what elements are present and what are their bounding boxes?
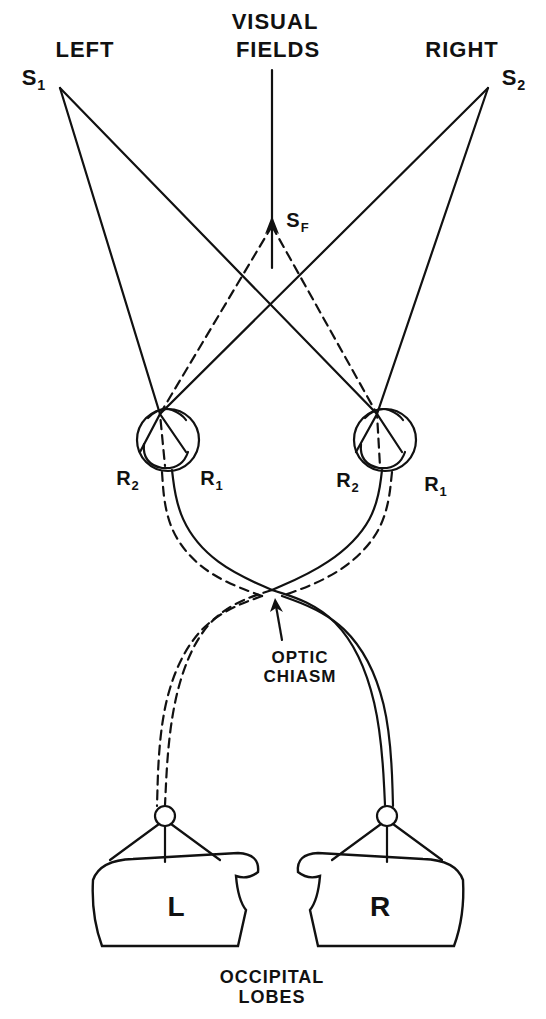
light-ray [60,88,186,452]
caption-text: RIGHT [425,38,498,62]
point-label: R1 [200,467,224,489]
point-label: R2 [116,467,140,489]
geniculate-body [155,806,175,826]
light-ray [356,88,488,452]
light-ray [140,88,488,452]
caption-text: OCCIPITAL LOBES [202,968,342,1008]
occipital-lobe: L [88,850,264,950]
light-ray [60,88,402,452]
fixation-ray [272,226,380,466]
optic-nerve [172,470,272,590]
arrowhead [270,598,283,612]
lobe-label: R [370,891,390,923]
leader-line [276,606,282,640]
caption-text: FIELDS [236,38,320,62]
lobe-outline-path [298,853,463,946]
arrowhead [265,216,279,234]
fixation-line [271,70,273,268]
optic-nerve [272,470,382,590]
fixation-ray [160,226,272,466]
optic-tract [165,590,272,805]
pathway-lines [60,70,488,862]
optic-radiation [393,824,442,860]
optic-tract [272,590,385,805]
lobe-label: L [167,891,184,923]
point-label: S2 [502,66,527,90]
optic-radiation [110,824,159,860]
point-label: R1 [424,473,448,495]
caption-text: LEFT [56,38,115,62]
optic-nerve-fibres [162,472,262,596]
optic-tract [157,596,262,806]
eye [354,409,416,471]
optic-tract [282,596,393,806]
point-label: SF [286,209,309,231]
geniculate-body [377,806,397,826]
caption-text: VISUAL [232,10,319,34]
point-label: S1 [22,66,47,90]
caption-text: OPTIC CHIASM [255,649,345,686]
point-label: R2 [336,469,360,491]
occipital-lobe: R [292,850,468,950]
eye [137,409,199,471]
lobe-outline-path [93,853,258,946]
